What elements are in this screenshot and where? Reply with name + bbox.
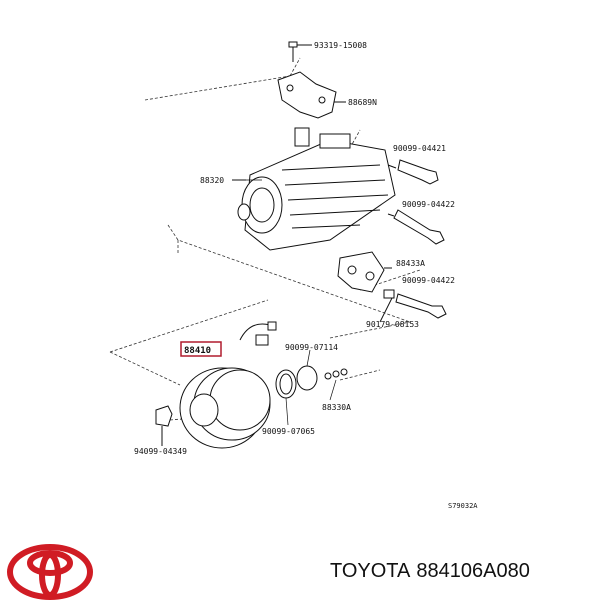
label-snap-ring: 90099-07114 [285,343,338,352]
label-bracket: 88689N [348,98,377,107]
label-bolt-1: 90099-04421 [393,144,446,153]
brand-name: TOYOTA [330,560,411,582]
bracket-2-part [337,251,392,293]
bolt-parts [387,159,447,319]
bottom-bolt-part [155,405,173,446]
label-screw-top: 93319-15008 [314,41,367,50]
label-clutch: 88410 [184,346,211,356]
label-bottom-bolt: 94099-04349 [134,447,187,456]
assembly-outline [109,57,421,421]
label-ring: 90099-07065 [262,427,315,436]
clip-part [379,289,395,323]
label-figure-code: S79032A [448,502,478,510]
leader-lines [161,179,337,446]
ring-parts [275,365,348,399]
clutch-part [179,321,277,449]
toyota-logo [7,544,93,600]
screw-top-part [288,41,312,62]
part-number: 884106A080 [416,560,530,582]
bracket-part [277,71,346,119]
label-compressor: 88320 [200,176,224,185]
label-bolt-2: 90099-04422 [402,200,455,209]
label-bolt-3: 90099-04422 [402,276,455,285]
compressor-part [232,127,396,251]
label-shim-set: 88330A [322,403,351,412]
label-bracket-2: 88433A [396,259,425,268]
highlight-box [180,341,222,357]
label-clip: 90179-08153 [366,320,419,329]
